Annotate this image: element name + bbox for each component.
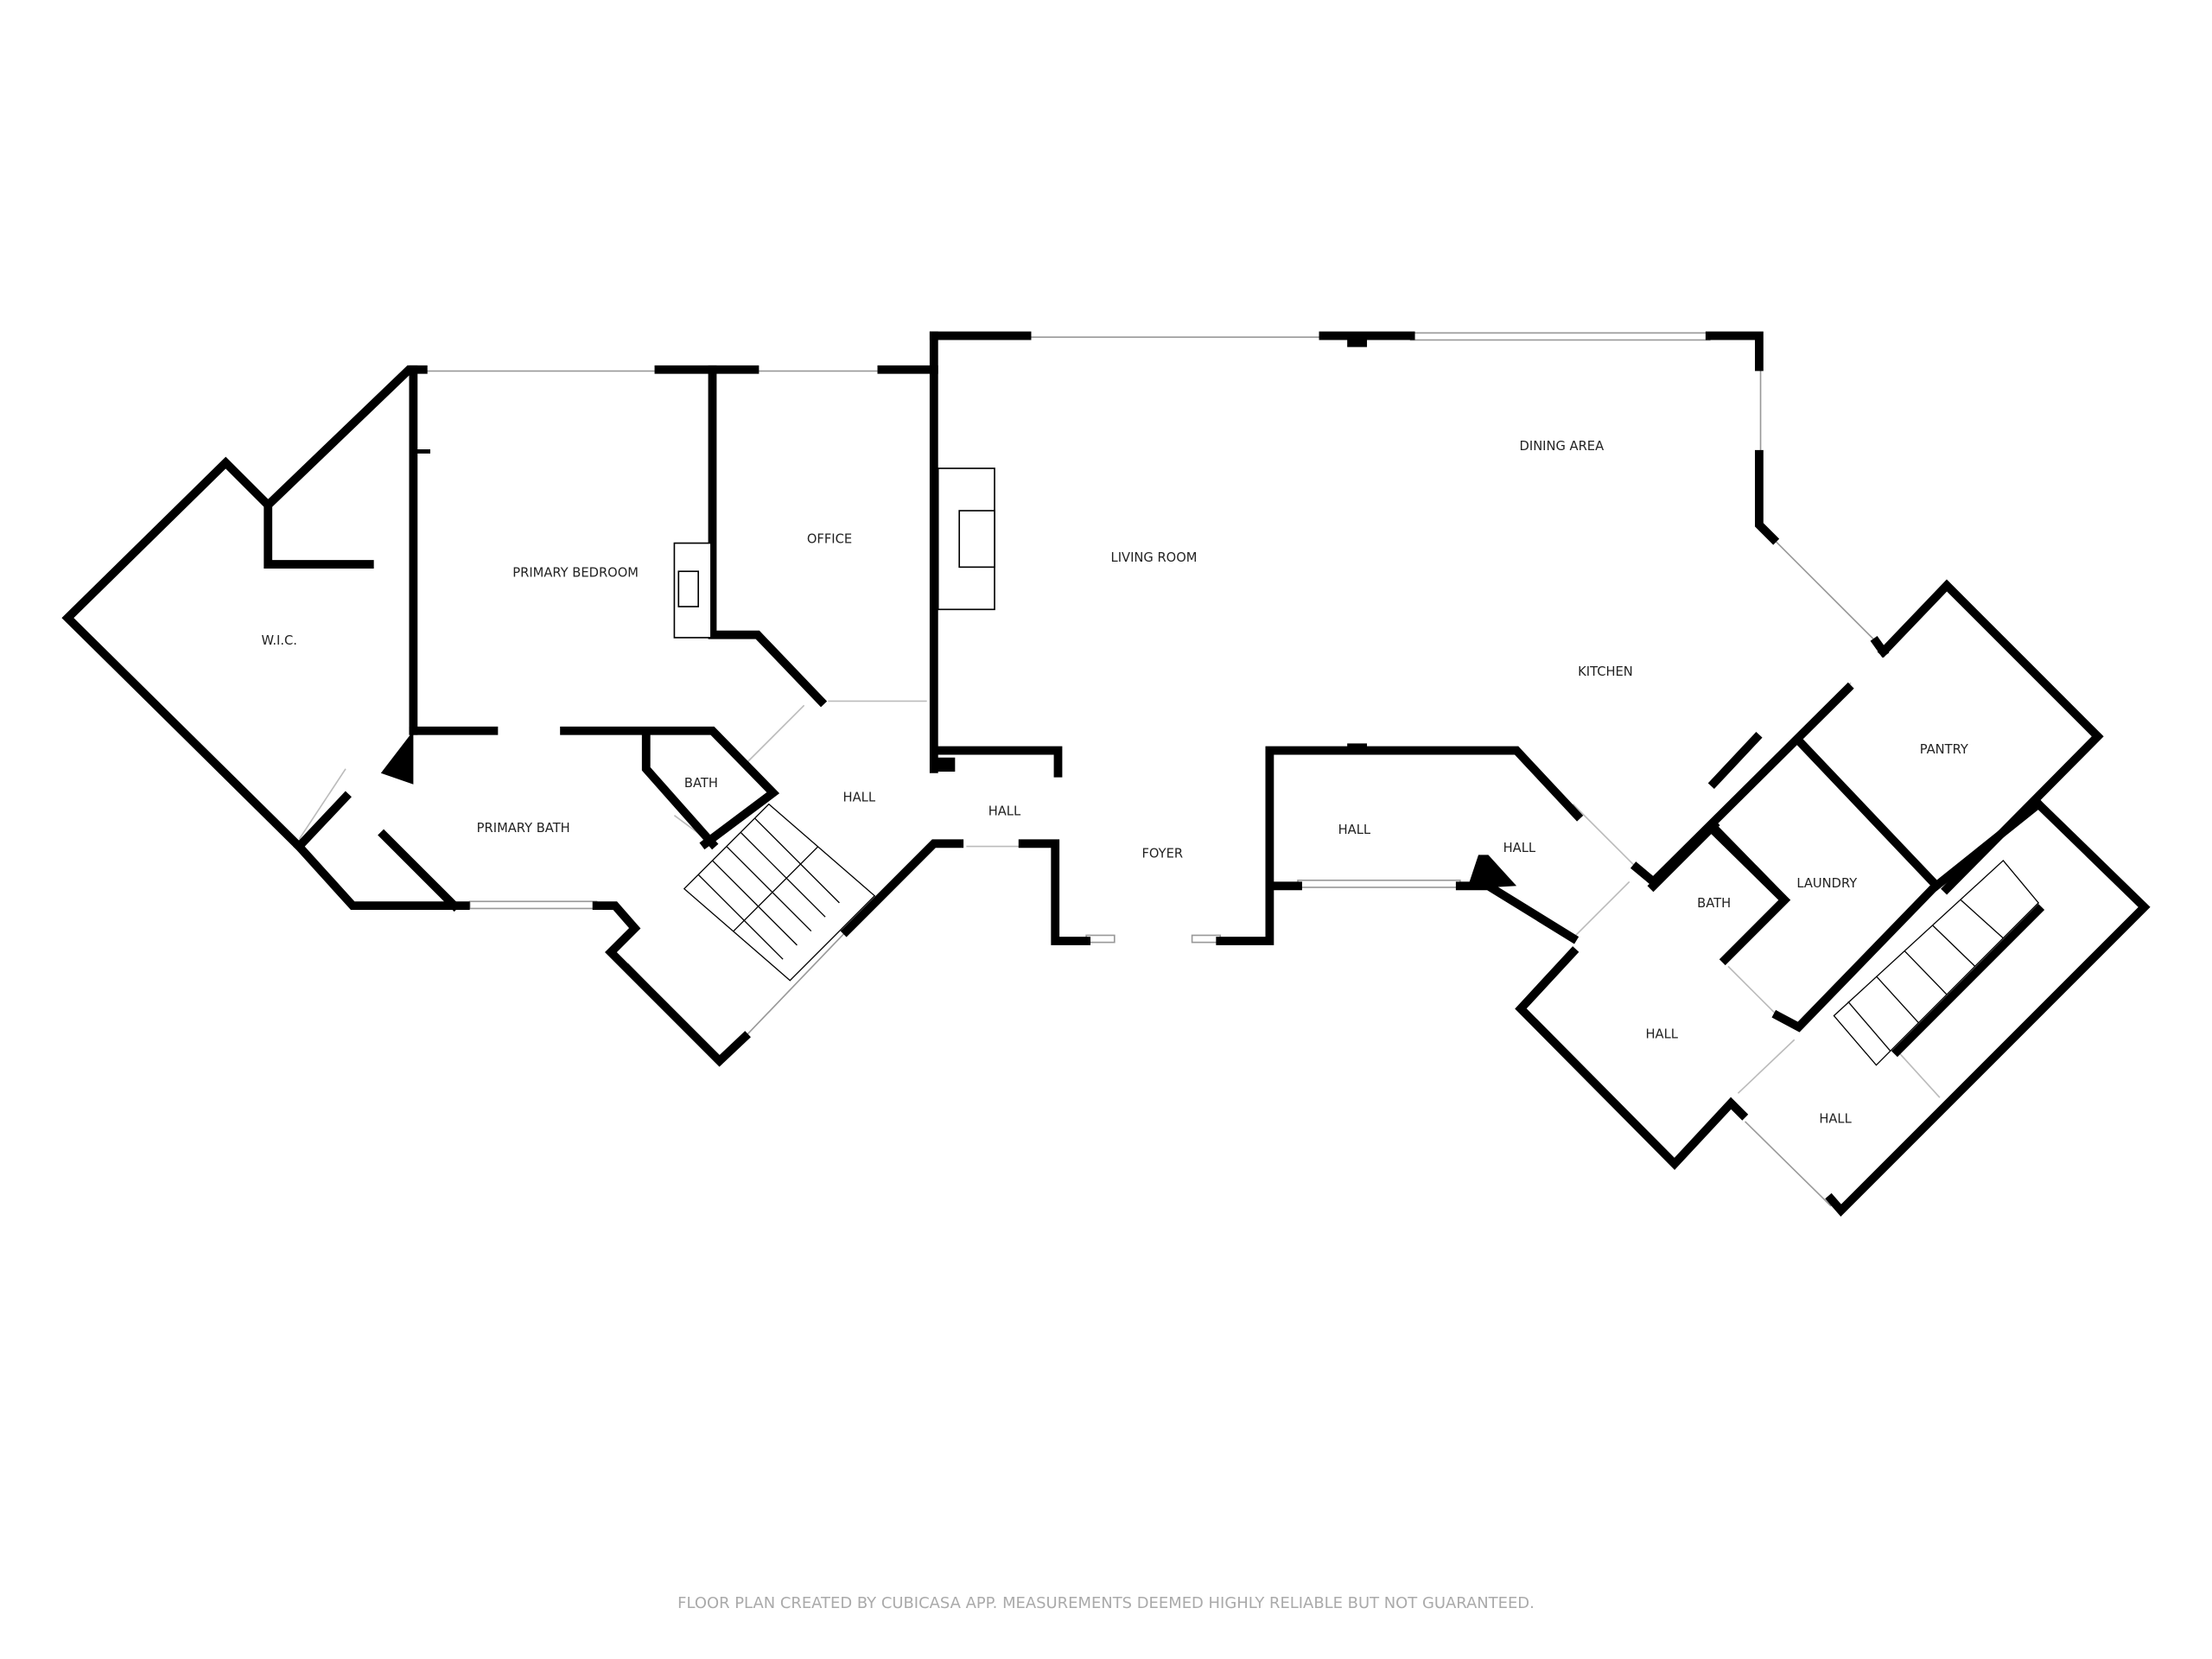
- stairs: [683, 803, 2040, 1066]
- room-label-bath: BATH: [1697, 896, 1731, 911]
- doors: [298, 682, 1941, 1098]
- room-label-primary-bedroom: PRIMARY BEDROOM: [512, 566, 639, 581]
- room-label-dining-area: DINING AREA: [1520, 439, 1605, 454]
- room-label-hall: HALL: [1503, 841, 1536, 855]
- room-label-living-room: LIVING ROOM: [1111, 550, 1198, 565]
- room-label-hall: HALL: [1646, 1027, 1679, 1042]
- room-label-bath: BATH: [684, 776, 718, 791]
- room-label-laundry: LAUNDRY: [1796, 876, 1857, 891]
- walls: [61, 331, 2151, 1217]
- room-label-wic: W.I.C.: [262, 633, 297, 648]
- footer-disclaimer: FLOOR PLAN CREATED BY CUBICASA APP. MEAS…: [677, 1594, 1535, 1612]
- room-labels: W.I.C. PRIMARY BEDROOM OFFICE LIVING ROO…: [262, 439, 1968, 1127]
- room-label-pantry: PANTRY: [1920, 742, 1968, 757]
- room-label-office: OFFICE: [807, 532, 852, 547]
- fireplaces: [673, 467, 995, 639]
- room-label-kitchen: KITCHEN: [1578, 664, 1633, 679]
- room-label-primary-bath: PRIMARY BATH: [477, 821, 570, 836]
- room-label-foyer: FOYER: [1141, 847, 1183, 861]
- room-label-hall: HALL: [988, 804, 1021, 819]
- room-label-hall: HALL: [1819, 1112, 1852, 1127]
- room-label-hall: HALL: [843, 790, 876, 804]
- room-label-hall: HALL: [1338, 823, 1371, 837]
